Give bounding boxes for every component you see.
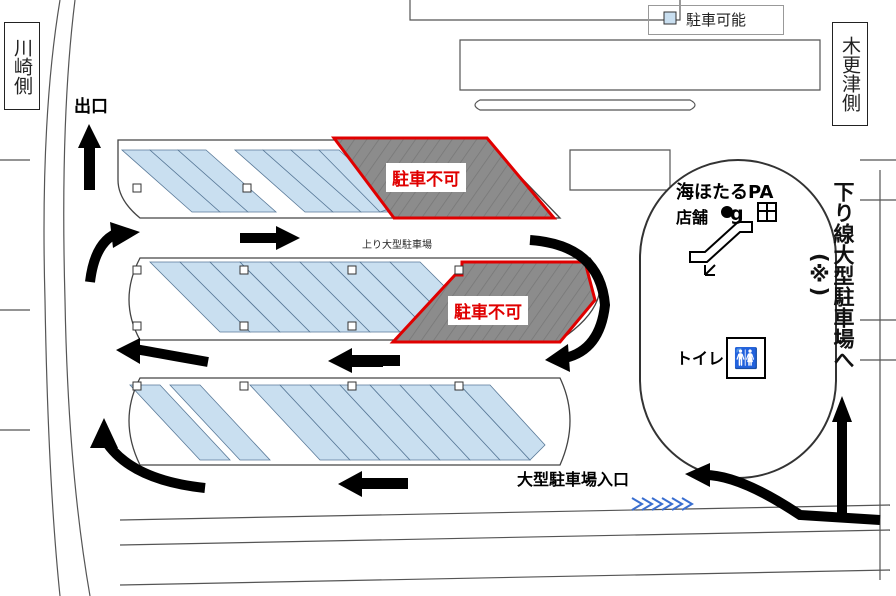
downbound-label: 下り線大型駐車場へ(※) bbox=[807, 180, 856, 370]
facility-shops: 店舗 bbox=[676, 208, 709, 227]
side-label-left: 川崎側 bbox=[4, 22, 40, 110]
escalator-glyph bbox=[689, 206, 753, 276]
no-parking-label-2: 駐車不可 bbox=[448, 296, 528, 325]
column-markers bbox=[132, 183, 464, 391]
facility-title: 海ほたるPA bbox=[676, 182, 774, 203]
legend-box bbox=[648, 5, 784, 35]
side-label-right: 木更津側 bbox=[832, 22, 868, 126]
gift-icon bbox=[757, 202, 777, 222]
no-parking-label-1: 駐車不可 bbox=[386, 163, 466, 192]
entrance-hatch bbox=[631, 497, 694, 511]
traffic-arrows bbox=[78, 124, 408, 497]
arrowheads bbox=[90, 222, 852, 487]
legend-label: 駐車可能 bbox=[686, 11, 747, 29]
legend-swatch bbox=[663, 11, 677, 25]
entrance-label: 大型駐車場入口 bbox=[517, 470, 630, 489]
toilet-icon: 🚻 bbox=[726, 337, 766, 379]
fork-knife-icon: 𝗴 bbox=[730, 203, 744, 225]
facility-toilet: トイレ bbox=[676, 349, 725, 368]
exit-label: 出口 bbox=[74, 97, 108, 117]
lot-name-label: 上り大型駐車場 bbox=[362, 240, 432, 251]
